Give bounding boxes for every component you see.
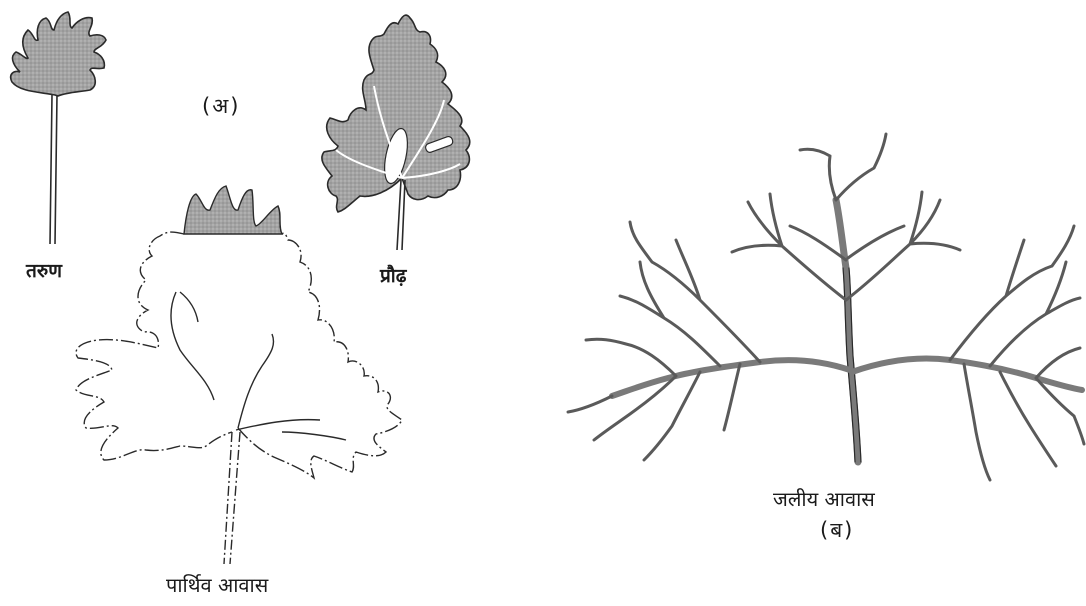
- terrestrial-leaf: [76, 186, 402, 564]
- young-leaf-petiole: [50, 95, 57, 244]
- mature-leaf-label: प्रौढ़: [380, 262, 406, 288]
- aquatic-leaf-right-sub: [950, 226, 1084, 480]
- mature-leaf: [322, 15, 470, 250]
- aquatic-leaf-left-sub: [568, 222, 760, 460]
- young-leaf-blade: [11, 12, 106, 96]
- aquatic-habitat-label: जलीय आवास: [773, 485, 875, 512]
- mature-leaf-petiole: [397, 180, 405, 250]
- aquatic-leaf-midrib: [836, 200, 858, 462]
- aquatic-leaf: [568, 134, 1084, 480]
- terrestrial-habitat-label: पार्थिव आवास: [166, 571, 268, 598]
- panel-a-label: (अ): [202, 92, 240, 120]
- young-leaf: [11, 12, 106, 244]
- young-leaf-label: तरुण: [26, 257, 62, 283]
- aquatic-leaf-left-branch: [612, 360, 850, 396]
- panel-b-label: (ब): [820, 516, 854, 544]
- mature-leaf-blade: [322, 15, 470, 212]
- terrestrial-leaf-petiole: [224, 432, 240, 564]
- terrestrial-leaf-top-fill: [184, 186, 282, 234]
